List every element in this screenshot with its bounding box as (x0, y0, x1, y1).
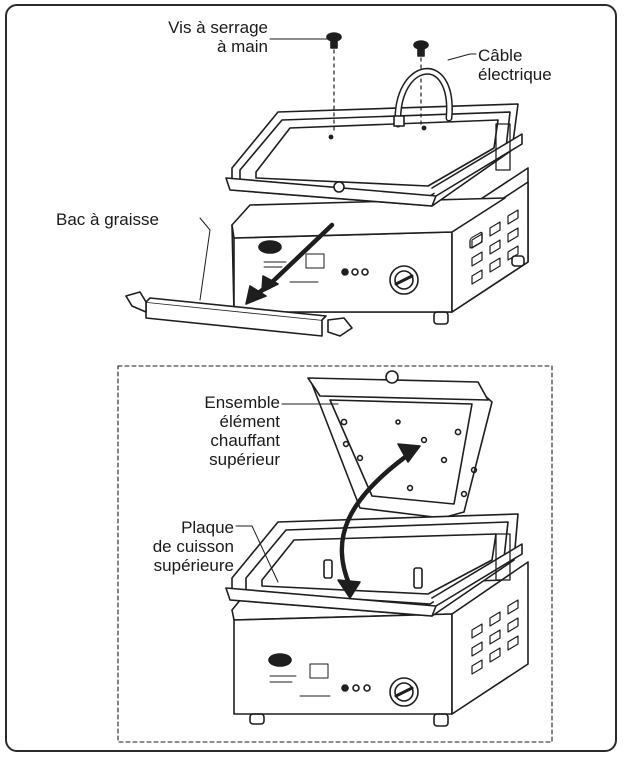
label-line: Ensemble (204, 393, 280, 412)
exploded-view-box (117, 365, 553, 743)
label-line: de cuisson (152, 537, 234, 556)
label-line: Bac à graisse (56, 210, 159, 229)
label-thumb-screw: Vis à serrage à main (128, 18, 268, 56)
label-line: Plaque (181, 518, 234, 537)
label-line: électrique (478, 65, 552, 84)
label-line: chauffant (210, 431, 280, 450)
label-line: supérieur (209, 450, 280, 469)
label-upper-cooking-plate: Plaque de cuisson supérieure (130, 518, 234, 575)
label-power-cable: Câble électrique (478, 46, 552, 84)
label-line: Vis à serrage (168, 18, 268, 37)
label-line: élément (219, 412, 280, 431)
hand-screws (326, 32, 429, 135)
diagram-frame (5, 4, 617, 752)
label-grease-tray: Bac à graisse (56, 210, 159, 229)
label-line: à main (216, 37, 268, 56)
hinge-arrow (339, 449, 415, 589)
leader-lines-bottom (235, 403, 339, 583)
label-line: supérieure (153, 556, 234, 575)
bottom-grill (225, 370, 529, 727)
label-line: Câble (478, 46, 523, 65)
label-heating-element-assembly: Ensemble élément chauffant supérieur (150, 393, 280, 469)
leader-lines-top (199, 38, 477, 301)
grease-tray (125, 291, 353, 337)
top-grill (125, 32, 529, 337)
removal-arrow (265, 222, 335, 289)
